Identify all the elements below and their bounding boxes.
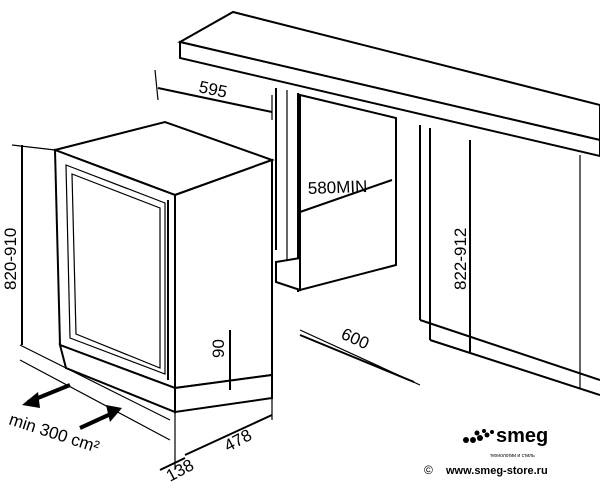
website-url: www.smeg-store.ru xyxy=(445,465,548,477)
recess-filler xyxy=(275,256,301,292)
copyright-symbol: © xyxy=(424,463,433,477)
dim-gap-600: 600 xyxy=(338,324,372,353)
glass-door xyxy=(65,164,166,375)
smeg-logo: smeg технологии и стиль xyxy=(463,425,548,459)
dim-depth-580min: 580MIN xyxy=(307,177,367,198)
dim-height-820-910: 820-910 xyxy=(1,228,20,290)
dim-plinth-90: 90 xyxy=(209,339,228,358)
dim-ventilation: min 300 cm² xyxy=(7,410,102,457)
recess-back-wall xyxy=(299,93,397,292)
right-cabinet xyxy=(395,118,600,396)
logo-tagline: технологии и стиль xyxy=(490,453,535,459)
dim-depth-478: 478 xyxy=(221,425,255,455)
dim-height-822-912: 822-912 xyxy=(451,228,470,290)
dim-offset-138: 138 xyxy=(163,455,197,485)
logo-wordmark: smeg xyxy=(496,425,548,447)
airflow-arrows xyxy=(22,383,122,430)
countertop xyxy=(177,10,600,158)
dimension-lines xyxy=(11,69,471,471)
wine-cooler-appliance xyxy=(51,120,275,414)
